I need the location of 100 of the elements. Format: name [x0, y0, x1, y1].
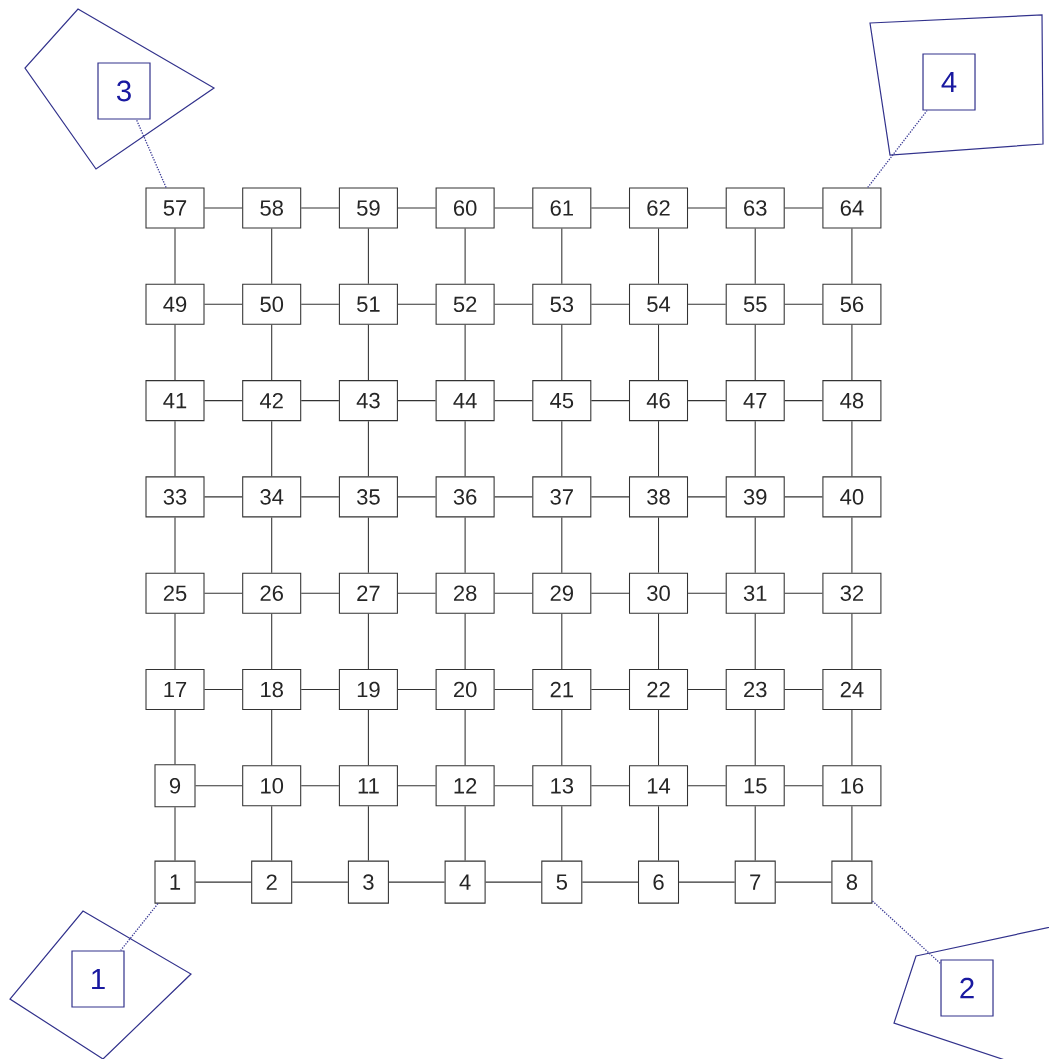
connector-line: [561, 613, 563, 670]
quadrilateral: [9, 910, 192, 1059]
connector-line: [561, 516, 563, 574]
quadrilateral: [24, 8, 216, 170]
connector-line: [590, 303, 630, 305]
connector-line: [271, 805, 273, 862]
numbered-box: 3: [347, 860, 389, 904]
numbered-box: 40: [822, 476, 882, 518]
connector-line: [397, 303, 437, 305]
numbered-box: 47: [725, 380, 785, 422]
numbered-box: 59: [338, 187, 398, 229]
connector-line: [851, 613, 853, 670]
numbered-box: 50: [242, 283, 302, 325]
connector-line: [851, 324, 853, 381]
connector-line: [195, 881, 252, 883]
numbered-box: 49: [145, 283, 205, 325]
numbered-box: 44: [435, 380, 495, 422]
numbered-box: 31: [725, 572, 785, 614]
numbered-box: 61: [532, 187, 592, 229]
connector-line: [271, 228, 273, 285]
connector-line: [464, 805, 466, 862]
connector-line: [300, 688, 340, 691]
connector-line: [851, 516, 853, 574]
numbered-box: 32: [822, 572, 882, 614]
connector-line: [464, 516, 466, 574]
connector-line: [581, 881, 639, 883]
connector-line: [678, 881, 736, 883]
connector-line: [784, 303, 823, 305]
connector-line: [174, 516, 176, 574]
numbered-box: 42: [242, 380, 302, 422]
numbered-box: 11: [338, 765, 398, 807]
connector-line: [590, 496, 630, 498]
numbered-box: 63: [725, 187, 785, 229]
numbered-box: 58: [242, 187, 302, 229]
dotted-line: [120, 902, 159, 952]
numbered-box: 5: [541, 860, 583, 904]
connector-line: [388, 881, 446, 883]
connector-line: [754, 228, 756, 285]
connector-line: [367, 228, 369, 285]
numbered-box: 41: [145, 380, 205, 422]
connector-line: [687, 496, 727, 498]
connector-line: [851, 805, 853, 862]
numbered-box: 2: [940, 959, 994, 1017]
dotted-line: [871, 900, 942, 965]
numbered-box: 2: [251, 860, 293, 904]
connector-line: [657, 613, 660, 670]
numbered-box: 14: [628, 765, 689, 807]
numbered-box: 3: [97, 62, 151, 120]
numbered-box: 62: [628, 187, 689, 229]
connector-line: [784, 496, 823, 498]
connector-line: [687, 207, 727, 209]
numbered-box: 37: [532, 476, 592, 518]
connector-line: [561, 805, 563, 862]
connector-line: [397, 688, 437, 691]
connector-line: [174, 324, 176, 381]
numbered-box: 19: [338, 668, 398, 711]
connector-line: [300, 592, 340, 594]
connector-line: [851, 709, 853, 766]
connector-line: [464, 613, 466, 670]
numbered-box: 54: [628, 283, 689, 325]
numbered-box: 52: [435, 283, 495, 325]
connector-line: [494, 400, 533, 402]
connector-line: [494, 496, 533, 498]
numbered-box: 21: [532, 668, 592, 711]
dotted-line: [867, 109, 928, 189]
numbered-box: 53: [532, 283, 592, 325]
numbered-box: 51: [338, 283, 398, 325]
numbered-box: 36: [435, 476, 495, 518]
connector-line: [397, 592, 437, 594]
connector-line: [195, 785, 243, 787]
numbered-box: 34: [242, 476, 302, 518]
quadrilateral: [869, 14, 1044, 156]
numbered-box: 17: [145, 668, 205, 711]
connector-line: [687, 785, 727, 787]
connector-line: [657, 420, 660, 477]
connector-line: [494, 592, 533, 594]
numbered-box: 30: [628, 572, 689, 614]
numbered-box: 7: [734, 860, 776, 904]
connector-line: [397, 207, 437, 209]
connector-line: [485, 881, 542, 883]
connector-line: [300, 785, 340, 787]
connector-line: [784, 785, 823, 787]
numbered-box: 35: [338, 476, 398, 518]
connector-line: [367, 324, 369, 381]
connector-line: [494, 303, 533, 305]
quadrilateral: [893, 924, 1049, 1059]
connector-line: [174, 228, 176, 285]
connector-line: [271, 516, 273, 574]
connector-line: [754, 516, 756, 574]
connector-line: [657, 805, 660, 862]
numbered-box: 29: [532, 572, 592, 614]
numbered-box: 27: [338, 572, 398, 614]
connector-line: [367, 420, 369, 477]
connector-line: [657, 516, 660, 574]
connector-line: [851, 228, 853, 285]
numbered-box: 15: [725, 765, 785, 807]
numbered-box: 26: [242, 572, 302, 614]
connector-line: [590, 592, 630, 594]
connector-line: [687, 303, 727, 305]
numbered-box: 13: [532, 765, 592, 807]
